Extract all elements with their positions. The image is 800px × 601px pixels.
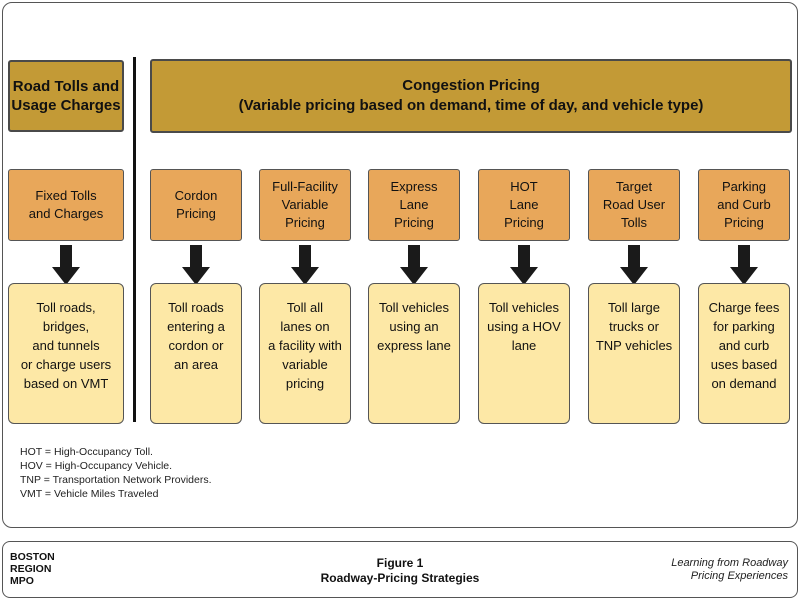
strategy-target-road-user-tolls: Target Road User Tolls <box>588 169 680 241</box>
source-line-2: Pricing Experiences <box>690 570 788 582</box>
desc-express-lane-pricing: Toll vehicles using an express lane <box>368 283 460 424</box>
down-arrow-icon <box>291 245 319 285</box>
organization-name: BOSTON REGION MPO <box>10 551 55 587</box>
down-arrow-icon <box>620 245 648 285</box>
desc-hot-lane-pricing: Toll vehicles using a HOV lane <box>478 283 570 424</box>
desc-target-road-user-tolls: Toll large trucks or TNP vehicles <box>588 283 680 424</box>
desc-full-facility-pricing: Toll all lanes on a facility with variab… <box>259 283 351 424</box>
congestion-pricing-title: Congestion Pricing <box>402 77 540 94</box>
strategy-full-facility-pricing: Full-Facility Variable Pricing <box>259 169 351 241</box>
strategy-express-lane-pricing: Express Lane Pricing <box>368 169 460 241</box>
desc-cordon-pricing: Toll roads entering a cordon or an area <box>150 283 242 424</box>
figure-title: Roadway-Pricing Strategies <box>320 571 480 585</box>
section-divider <box>133 57 136 422</box>
congestion-pricing-subtitle: (Variable pricing based on demand, time … <box>238 97 704 114</box>
congestion-pricing-header: Congestion Pricing (Variable pricing bas… <box>150 59 792 133</box>
down-arrow-icon <box>182 245 210 285</box>
strategy-hot-lane-pricing: HOT Lane Pricing <box>478 169 570 241</box>
strategy-parking-curb-pricing: Parking and Curb Pricing <box>698 169 790 241</box>
figure-number: Figure 1 <box>376 556 424 570</box>
road-tolls-header: Road Tolls and Usage Charges <box>8 60 124 132</box>
desc-parking-curb-pricing: Charge fees for parking and curb uses ba… <box>698 283 790 424</box>
down-arrow-icon <box>730 245 758 285</box>
down-arrow-icon <box>510 245 538 285</box>
strategy-cordon-pricing: Cordon Pricing <box>150 169 242 241</box>
strategy-fixed-tolls: Fixed Tolls and Charges <box>8 169 124 241</box>
figure-caption: Figure 1 Roadway-Pricing Strategies <box>250 556 550 586</box>
org-line-2: REGION <box>10 563 52 575</box>
abbreviation-tnp: TNP = Transportation Network Providers. <box>20 474 212 486</box>
down-arrow-icon <box>400 245 428 285</box>
footer-bar <box>2 541 798 598</box>
abbreviation-hot: HOT = High-Occupancy Toll. <box>20 446 153 458</box>
org-line-1: BOSTON <box>10 551 55 563</box>
abbreviations-legend: HOT = High-Occupancy Toll. HOV = High-Oc… <box>20 445 212 501</box>
abbreviation-hov: HOV = High-Occupancy Vehicle. <box>20 460 173 472</box>
desc-fixed-tolls: Toll roads, bridges, and tunnels or char… <box>8 283 124 424</box>
down-arrow-icon <box>52 245 80 285</box>
source-document: Learning from Roadway Pricing Experience… <box>671 557 788 583</box>
source-line-1: Learning from Roadway <box>671 557 788 569</box>
abbreviation-vmt: VMT = Vehicle Miles Traveled <box>20 488 159 500</box>
org-line-3: MPO <box>10 575 34 587</box>
